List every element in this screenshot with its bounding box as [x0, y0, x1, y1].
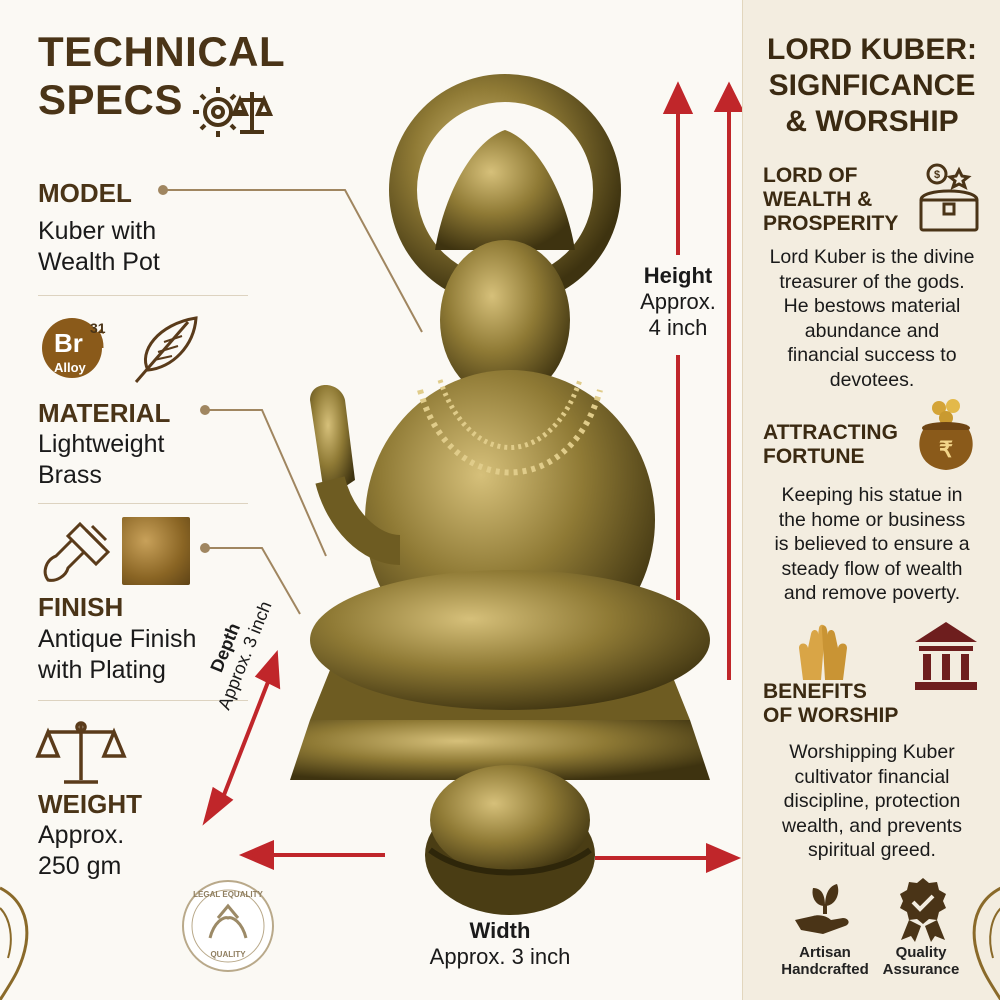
element-number: 31 — [90, 320, 106, 336]
brass-element-icon — [42, 318, 104, 378]
technical-specs-panel: TECHNICAL SPECS MODEL Kuber with Wealth … — [0, 0, 300, 1000]
treasure-chest-icon: $ — [919, 163, 979, 232]
divider — [38, 700, 248, 701]
significance-title: LORD KUBER: SIGNFICANCE & WORSHIP — [767, 33, 977, 138]
finish-value: Antique Finish with Plating — [38, 625, 197, 684]
quality-medal-icon — [900, 878, 946, 942]
material-label: MATERIAL — [38, 398, 171, 428]
model-label: MODEL — [38, 178, 132, 208]
benefits-description: Worshipping Kuber cultivator financial d… — [782, 741, 962, 861]
wealth-heading: LORD OF WEALTH & PROSPERITY — [763, 164, 899, 235]
divider — [38, 295, 248, 296]
page-title: TECHNICAL SPECS — [38, 28, 286, 123]
corner-ornament — [972, 886, 1000, 1000]
material-value: Lightweight Brass — [38, 430, 165, 489]
width-dimension: Width Approx. 3 inch — [429, 918, 571, 969]
bank-temple-icon — [915, 622, 977, 690]
wealth-description: Lord Kuber is the divine treasurer of th… — [769, 246, 975, 391]
element-alloy: Alloy — [54, 360, 86, 375]
corner-ornament — [0, 886, 29, 1000]
paint-brush-icon — [43, 521, 111, 582]
weight-value: Approx. 250 gm — [38, 821, 125, 880]
kuber-statue-illustration — [290, 74, 710, 915]
finish-texture-swatch — [122, 517, 190, 585]
praying-hands-icon — [799, 624, 847, 680]
significance-panel: LORD KUBER: SIGNFICANCE & WORSHIP LORD O… — [742, 0, 1000, 1000]
artisan-badge-label: Artisan Handcrafted — [781, 944, 869, 978]
benefits-heading: BENEFITS OF WORSHIP — [763, 680, 899, 727]
element-symbol: Br — [54, 328, 83, 358]
seal-bottom-text: QUALITY — [210, 950, 246, 959]
gear-scale-icon — [193, 87, 274, 137]
finish-label: FINISH — [38, 592, 124, 622]
fortune-description: Keeping his statue in the home or busine… — [774, 484, 970, 604]
hand-plant-icon — [795, 884, 849, 934]
model-value: Kuber with Wealth Pot — [38, 217, 160, 276]
divider — [38, 503, 248, 504]
pot-rupee-symbol: ₹ — [939, 437, 953, 462]
weight-label: WEIGHT — [38, 789, 142, 819]
quality-badge-label: Quality Assurance — [882, 944, 960, 978]
height-dimension: Height Approx. 4 inch — [640, 263, 716, 340]
weight-scale-icon — [35, 721, 127, 784]
seal-top-text: LEGAL EQUALITY — [193, 890, 263, 899]
svg-text:$: $ — [934, 169, 940, 181]
fortune-heading: ATTRACTING FORTUNE — [763, 421, 898, 468]
feather-icon — [134, 316, 198, 383]
money-pot-icon — [919, 399, 973, 470]
quality-seal — [182, 880, 274, 972]
